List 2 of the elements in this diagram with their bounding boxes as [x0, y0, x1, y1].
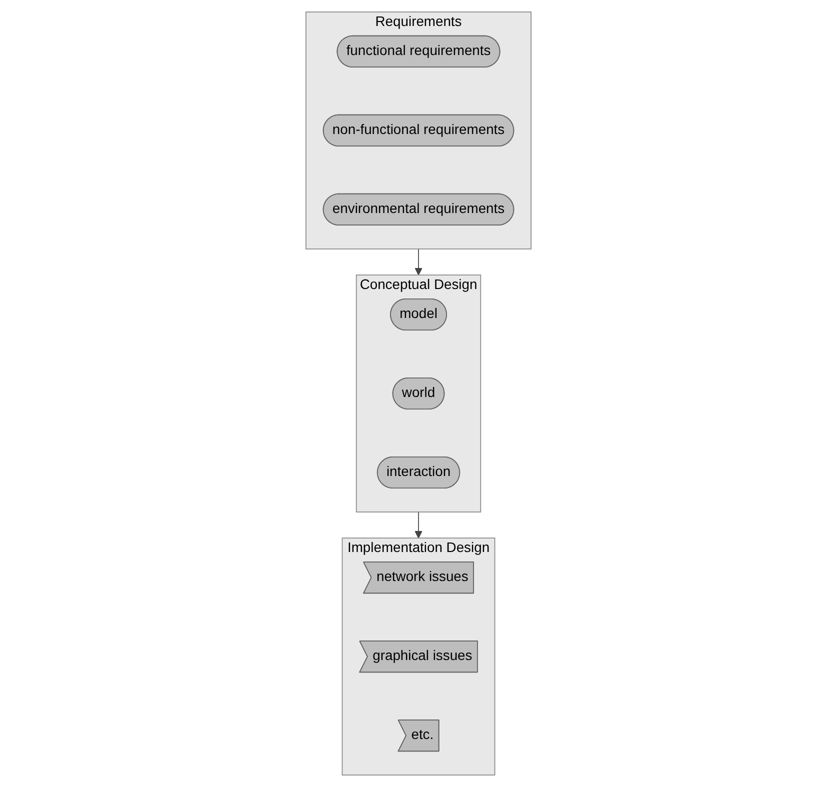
arrow — [414, 512, 422, 538]
arrow — [414, 248, 422, 276]
